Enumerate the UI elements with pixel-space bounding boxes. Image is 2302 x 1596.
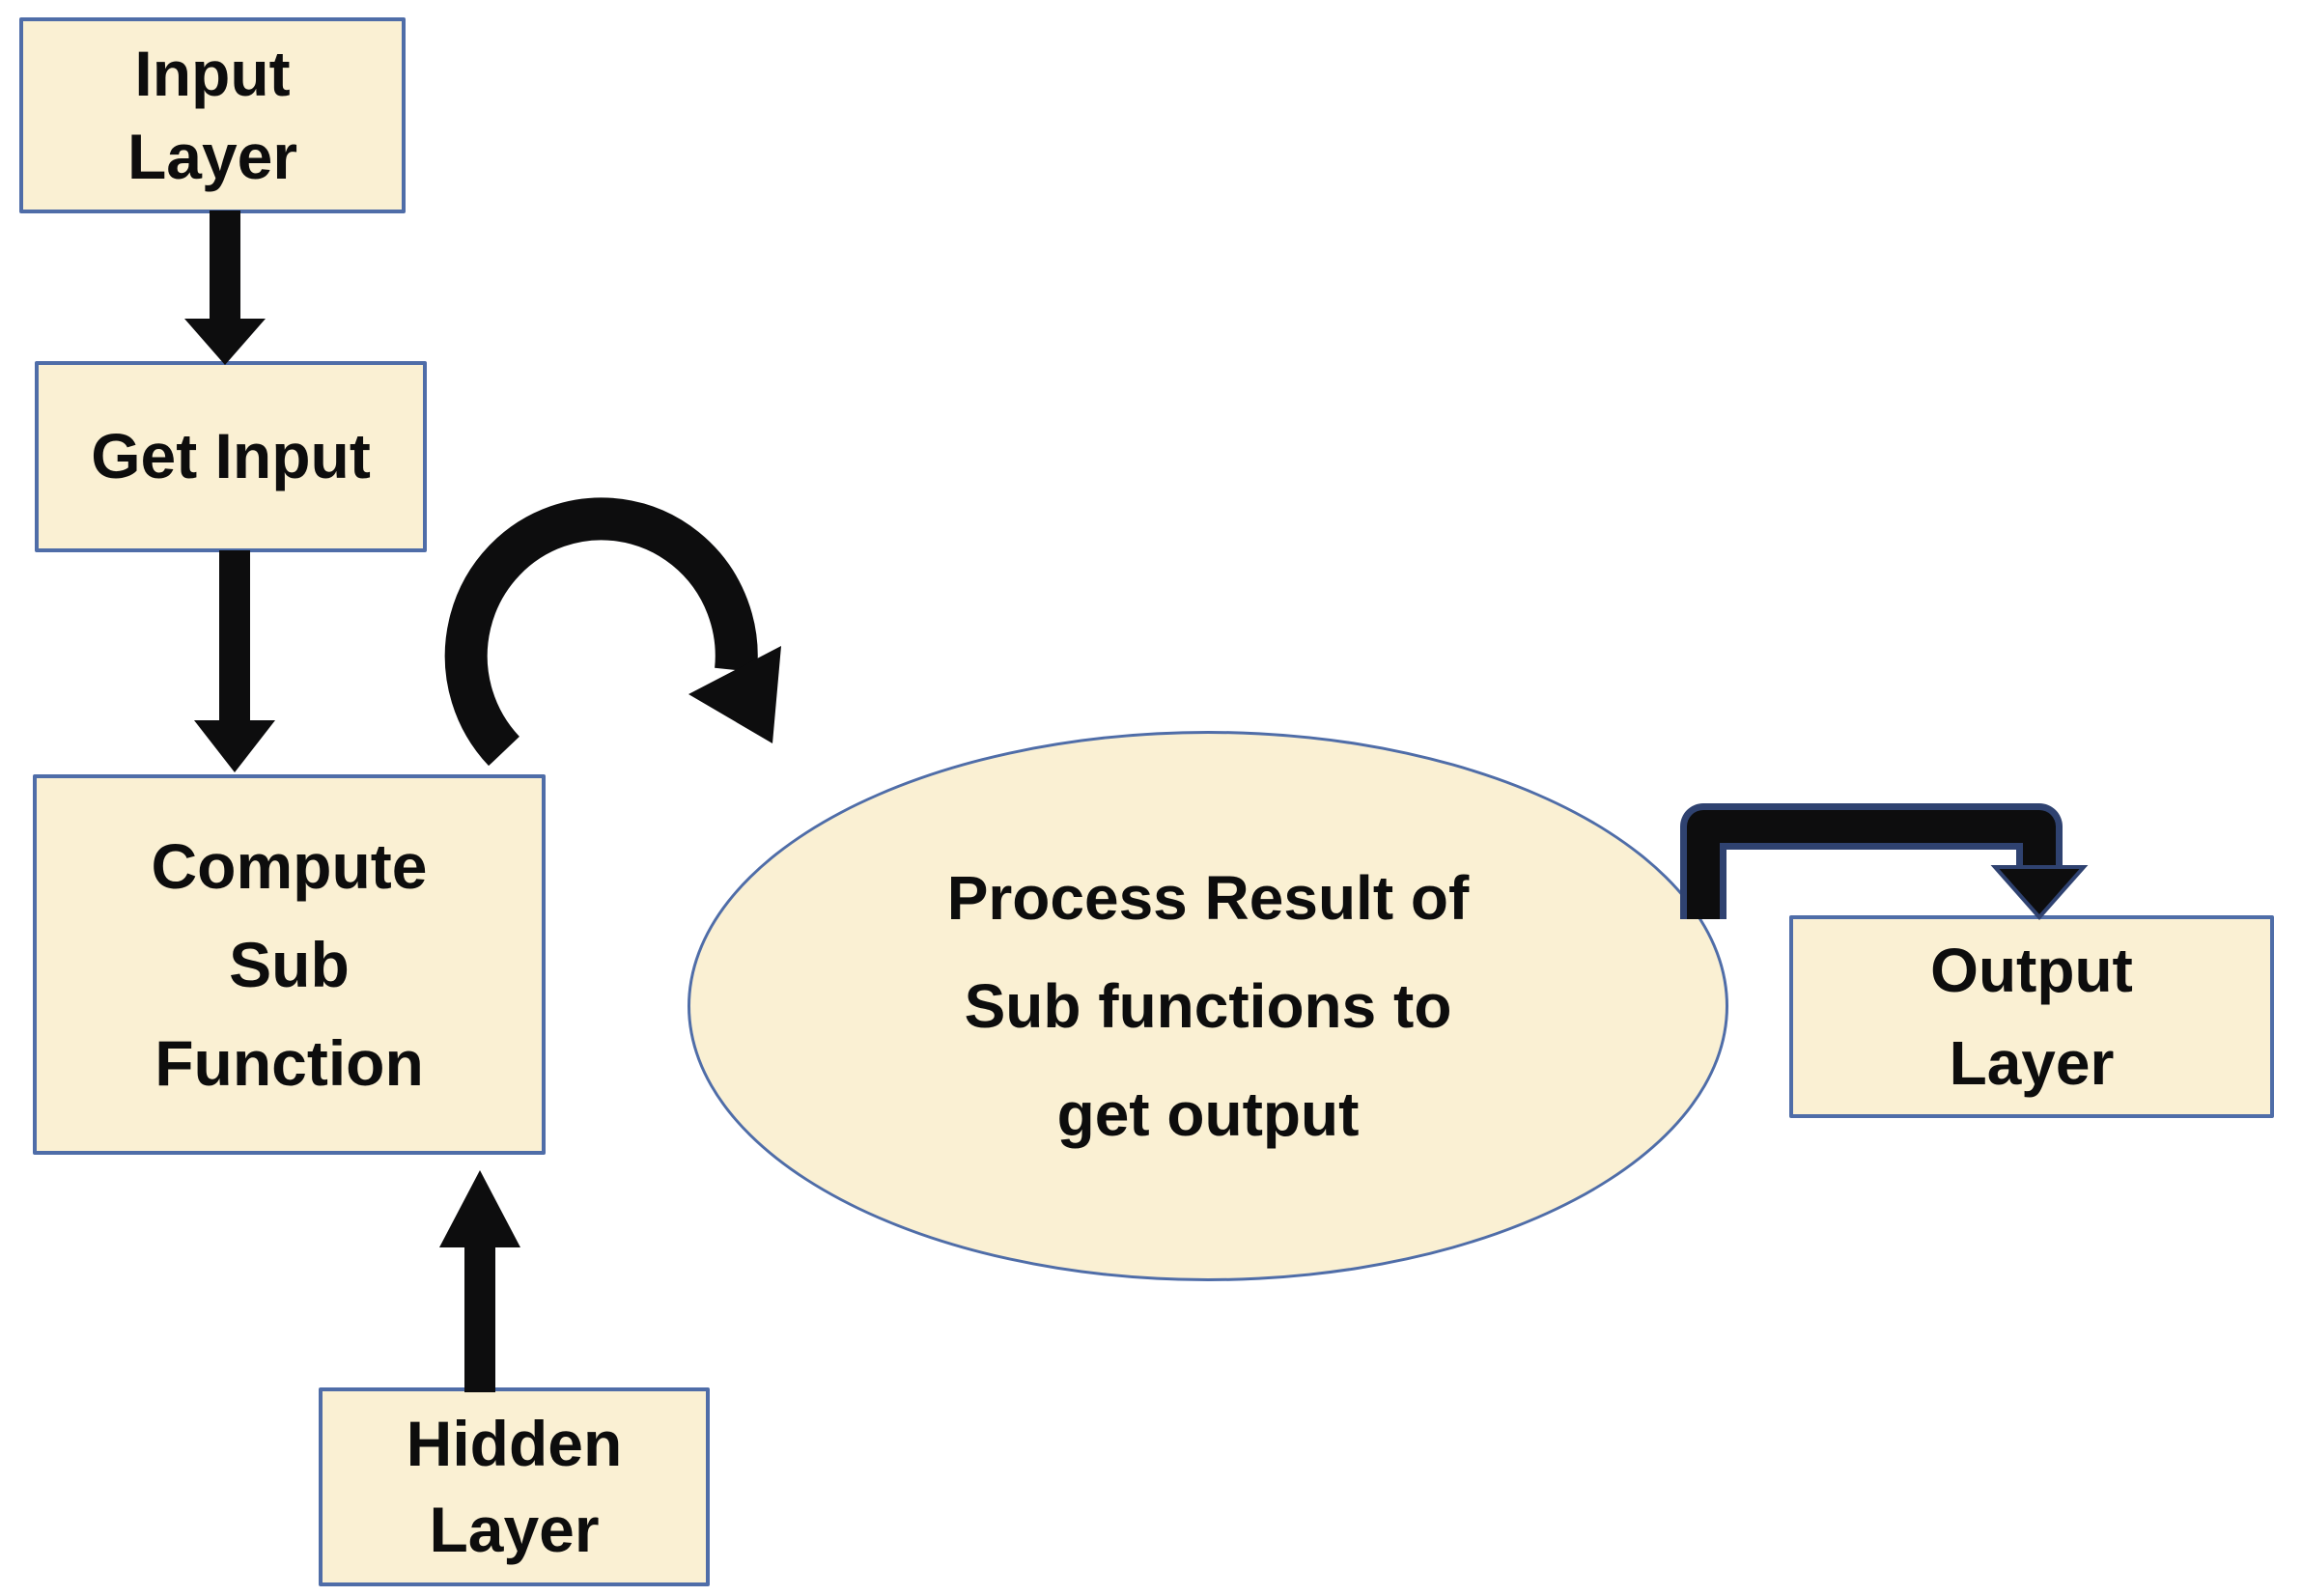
arrow-hidden-to-compute <box>439 1170 520 1392</box>
arrow-stem <box>219 550 250 722</box>
node-input-layer-label: Input Layer <box>126 37 298 192</box>
node-hidden-layer-label: Hidden Layer <box>406 1407 623 1565</box>
arrow-stem <box>210 210 240 321</box>
node-get-input-label: Get Input <box>91 420 371 492</box>
node-process-result-label: Process Result of Sub functions to get o… <box>946 863 1470 1149</box>
arrow-stem <box>464 1246 495 1392</box>
node-compute-sub-function-label: Compute Sub Function <box>151 829 428 1100</box>
arrow-arc-stem <box>444 497 758 767</box>
arrow-head-icon <box>439 1170 520 1247</box>
node-output-layer: Output Layer <box>1789 915 2274 1118</box>
node-compute-sub-function: Compute Sub Function <box>33 774 546 1155</box>
arrow-process-to-output <box>1680 803 2089 921</box>
arrow-get-input-to-compute <box>194 550 275 772</box>
arrow-head-icon <box>688 646 781 743</box>
node-process-result-ellipse: Process Result of Sub functions to get o… <box>688 731 1728 1281</box>
node-get-input: Get Input <box>35 361 427 552</box>
node-input-layer: Input Layer <box>19 17 406 213</box>
arrow-elbow-stem <box>1687 810 2056 919</box>
arrow-head-icon <box>184 319 266 365</box>
arrow-head-icon <box>194 720 275 772</box>
arrow-arc-to-process <box>444 497 781 767</box>
arrow-input-to-get-input <box>184 210 266 365</box>
arrow-elbow-outline <box>1680 803 2063 919</box>
node-output-layer-label: Output Layer <box>1930 936 2133 1098</box>
arrow-head-icon <box>1990 865 2089 921</box>
node-hidden-layer: Hidden Layer <box>319 1387 710 1586</box>
